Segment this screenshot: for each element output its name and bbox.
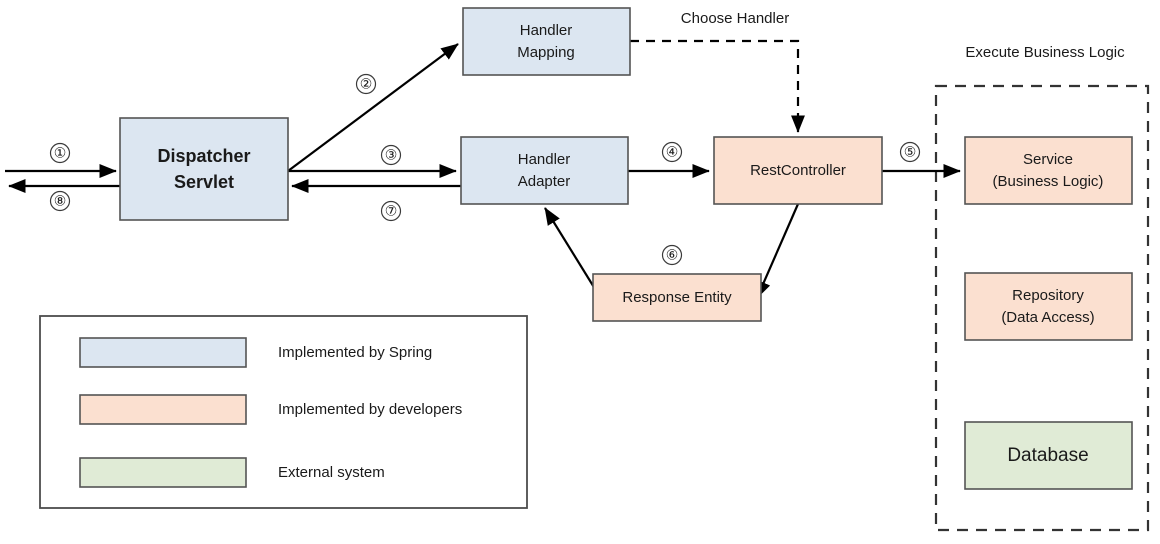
choose-handler-annotation: Choose Handler	[681, 10, 789, 27]
step-badge-6-label: ⑥	[666, 249, 679, 264]
step-badge-4: ④	[661, 141, 683, 163]
node-handler-adapter[interactable]: Handler Adapter	[460, 136, 629, 205]
step-badge-8: ⑧	[49, 190, 71, 212]
step-badge-7: ⑦	[380, 200, 402, 222]
response-entity-label: Response Entity	[622, 289, 732, 306]
legend: Implemented by Spring Implemented by dev…	[39, 315, 528, 509]
repository-label-line2: (Data Access)	[1001, 309, 1094, 326]
handler-adapter-box[interactable]	[460, 136, 629, 205]
arrow-choose-handler	[630, 39, 806, 133]
legend-label-developers: Implemented by developers	[278, 401, 462, 418]
step-badge-4-label: ④	[666, 146, 679, 161]
step-badge-2-label: ②	[360, 78, 373, 93]
legend-label-external: External system	[278, 464, 385, 481]
step-badge-1: ①	[49, 142, 71, 164]
repository-label-line1: Repository	[1012, 287, 1084, 304]
legend-swatch-developers	[79, 394, 247, 425]
step-badge-6: ⑥	[661, 244, 683, 266]
legend-swatch-spring	[79, 337, 247, 368]
node-service[interactable]: Service (Business Logic)	[964, 136, 1133, 205]
step-badge-3-label: ③	[385, 149, 398, 164]
handler-mapping-label-line1: Handler	[520, 22, 573, 39]
arrow-rest-controller-to-response-entity	[755, 203, 800, 299]
legend-swatch-external	[79, 457, 247, 488]
legend-item-spring: Implemented by Spring	[79, 337, 432, 368]
arrow-response-entity-to-handler-adapter	[544, 207, 601, 298]
node-database[interactable]: Database	[964, 421, 1133, 490]
step-badge-5-label: ⑤	[904, 146, 917, 161]
node-handler-mapping[interactable]: Handler Mapping	[462, 7, 631, 76]
database-label: Database	[1007, 445, 1088, 466]
service-box[interactable]	[964, 136, 1133, 205]
step-badge-3: ③	[380, 144, 402, 166]
step-badge-2: ②	[355, 73, 377, 95]
dispatcher-servlet-box[interactable]	[119, 117, 289, 221]
node-repository[interactable]: Repository (Data Access)	[964, 272, 1133, 341]
rest-controller-box[interactable]	[713, 136, 883, 205]
legend-item-developers: Implemented by developers	[79, 394, 462, 425]
dispatcher-servlet-label-line2: Servlet	[174, 172, 234, 192]
database-box[interactable]	[964, 421, 1133, 490]
legend-item-external: External system	[79, 457, 385, 488]
legend-label-spring: Implemented by Spring	[278, 344, 432, 361]
step-badge-5: ⑤	[899, 141, 921, 163]
handler-adapter-label-line2: Adapter	[518, 173, 571, 190]
dispatcher-servlet-label-line1: Dispatcher	[157, 146, 250, 166]
handler-mapping-box[interactable]	[462, 7, 631, 76]
step-badge-1-label: ①	[54, 147, 67, 162]
rest-controller-label: RestController	[750, 162, 846, 179]
node-rest-controller[interactable]: RestController	[713, 136, 883, 205]
step-badge-7-label: ⑦	[385, 205, 398, 220]
execute-business-logic-annotation: Execute Business Logic	[965, 44, 1125, 61]
repository-box[interactable]	[964, 272, 1133, 341]
service-label-line1: Service	[1023, 151, 1073, 168]
response-entity-box[interactable]	[592, 273, 762, 322]
node-dispatcher-servlet[interactable]: Dispatcher Servlet	[119, 117, 289, 221]
node-response-entity[interactable]: Response Entity	[592, 273, 762, 322]
handler-adapter-label-line1: Handler	[518, 151, 571, 168]
business-logic-group-frame	[934, 84, 1150, 532]
handler-mapping-label-line2: Mapping	[517, 44, 575, 61]
arrow-dispatcher-to-handler-mapping	[287, 43, 459, 172]
step-badge-8-label: ⑧	[54, 195, 67, 210]
service-label-line2: (Business Logic)	[993, 173, 1104, 190]
